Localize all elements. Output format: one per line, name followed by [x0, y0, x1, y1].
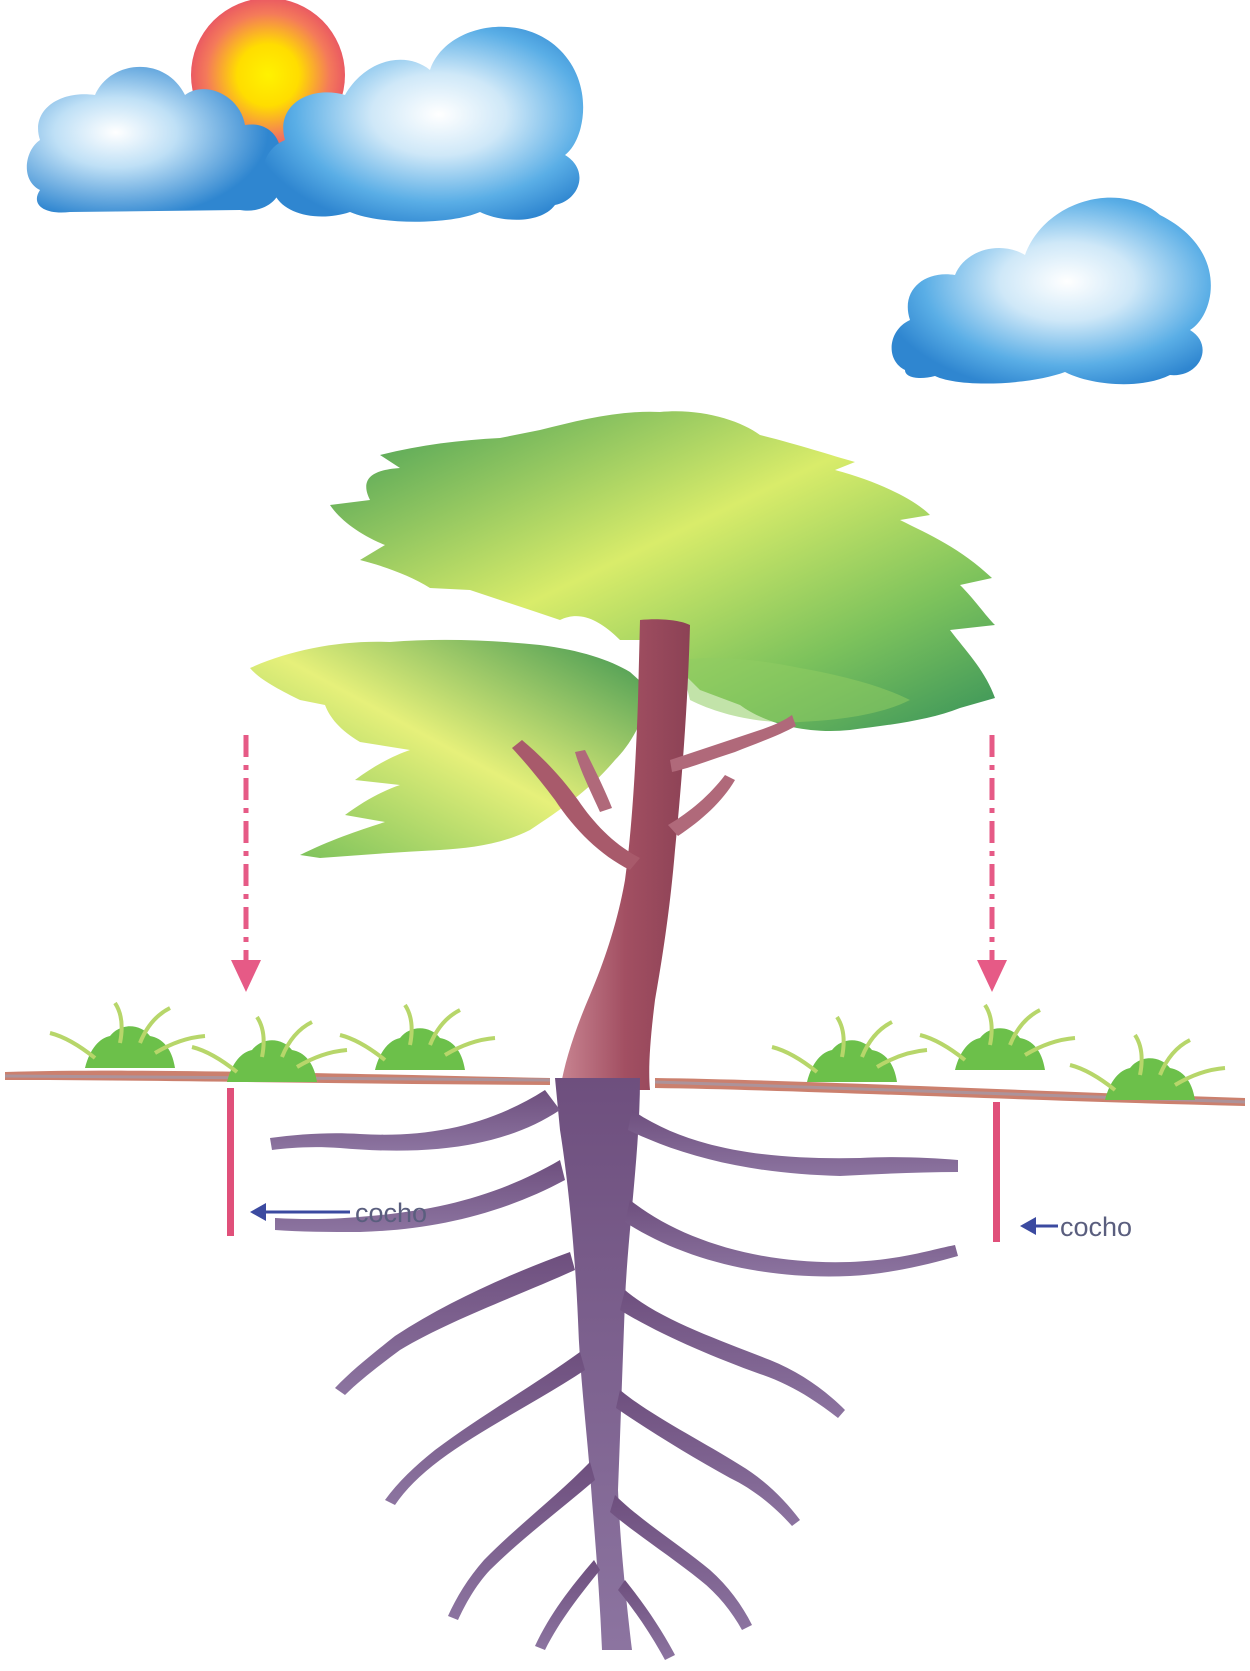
- arrow-icon: [977, 735, 1007, 992]
- right-cocho-label: cocho: [1060, 1212, 1132, 1242]
- grass-tuft-icon: [1070, 1035, 1225, 1100]
- grass-tuft-icon: [920, 1005, 1075, 1070]
- left-cocho-post: [227, 1088, 234, 1236]
- grass-tuft-icon: [50, 1003, 205, 1068]
- arrow-icon: [250, 1203, 350, 1221]
- arrow-icon: [231, 735, 261, 992]
- grass-tuft-icon: [772, 1017, 927, 1082]
- right-cocho-callout: cocho: [1020, 1212, 1132, 1242]
- grass-tuft-icon: [340, 1005, 495, 1070]
- root-icon: [270, 1078, 958, 1660]
- left-cocho-label: cocho: [355, 1198, 427, 1228]
- right-cocho-post: [993, 1102, 1000, 1242]
- cloud-icon: [892, 198, 1211, 385]
- sky: [27, 0, 1211, 384]
- arrow-icon: [1020, 1217, 1058, 1235]
- tree-canopy: [250, 411, 995, 858]
- tree-icon: [250, 411, 995, 1090]
